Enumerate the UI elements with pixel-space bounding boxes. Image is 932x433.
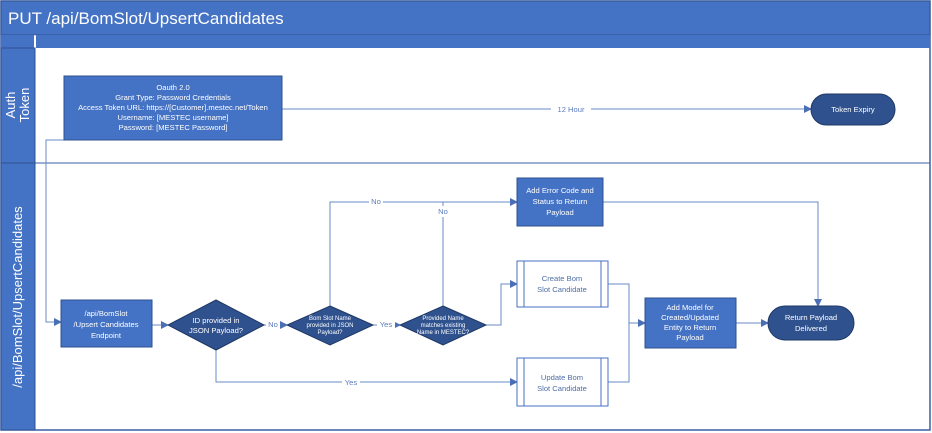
token-expiry-label: Token Expiry bbox=[831, 105, 875, 114]
endpoint-line-1: /api/BomSlot bbox=[84, 309, 128, 318]
oauth-process: Oauth 2.0 Grant Type: Password Credentia… bbox=[63, 75, 283, 141]
connector-update-to-model bbox=[608, 323, 630, 383]
add-model-line-2: Created/Updated bbox=[661, 313, 719, 322]
update-subprocess: Update Bom Slot Candidate bbox=[516, 357, 609, 407]
connector-id-to-update bbox=[215, 350, 518, 386]
lane-main-label: /api/BomSlot/UpsertCandidates bbox=[10, 206, 25, 388]
connectors: 12 Hour No Yes No Yes No bbox=[45, 103, 822, 388]
match-decision-line-1: Provided Name bbox=[422, 316, 464, 322]
create-line-2: Slot Candidate bbox=[537, 285, 587, 294]
lane-auth-label-2: Token bbox=[17, 88, 32, 123]
endpoint-line-3: Endpoint bbox=[91, 331, 122, 340]
return-line-2: Delivered bbox=[795, 324, 827, 333]
oauth-line-3: Access Token URL: https://[Customer].mes… bbox=[78, 103, 268, 112]
oauth-line-4: Username: [MESTEC username] bbox=[118, 113, 229, 122]
lane-auth-token: Auth Token bbox=[0, 47, 36, 164]
add-error-line-3: Payload bbox=[546, 208, 573, 217]
return-payload-terminator: Return Payload Delivered bbox=[767, 305, 855, 341]
name-provided-decision: Bom Slot Name provided in JSON Payload? bbox=[285, 305, 375, 346]
add-model-line-4: Payload bbox=[676, 333, 703, 342]
lane-upsert-candidates: /api/BomSlot/UpsertCandidates bbox=[0, 162, 36, 431]
connector-match-to-create bbox=[486, 280, 518, 326]
name-decision-line-2: provided in JSON bbox=[306, 323, 353, 329]
connector-create-to-model bbox=[608, 283, 646, 327]
oauth-line-1: Oauth 2.0 bbox=[156, 83, 189, 92]
add-error-process: Add Error Code and Status to Return Payl… bbox=[516, 177, 604, 227]
add-model-line-3: Entity to Return bbox=[664, 323, 716, 332]
connector-error-to-return bbox=[603, 201, 822, 307]
token-expiry-terminator: Token Expiry bbox=[810, 93, 896, 126]
oauth-line-5: Password: [MESTEC Password] bbox=[119, 123, 228, 132]
add-model-line-1: Add Model for bbox=[666, 303, 714, 312]
endpoint-process: /api/BomSlot /Upsert Candidates Endpoint bbox=[60, 299, 153, 348]
edge-label-no-match: No bbox=[438, 207, 448, 216]
create-line-1: Create Bom bbox=[542, 274, 583, 283]
phase-strip bbox=[1, 35, 930, 48]
endpoint-line-2: /Upsert Candidates bbox=[73, 320, 138, 329]
connector-name-to-error bbox=[329, 198, 518, 306]
title-bar bbox=[0, 0, 931, 36]
diagram-title: PUT /api/BomSlot/UpsertCandidates bbox=[8, 9, 284, 28]
id-provided-decision: ID provided in JSON Payload? bbox=[166, 299, 266, 351]
name-matches-decision: Provided Name matches existing Name in M… bbox=[398, 305, 488, 346]
id-decision-line-1: ID provided in bbox=[193, 316, 240, 325]
edge-label-no-name: No bbox=[371, 197, 381, 206]
connector-oauth-to-endpoint bbox=[45, 139, 64, 326]
add-model-process: Add Model for Created/Updated Entity to … bbox=[644, 297, 737, 349]
oauth-line-2: Grant Type: Password Credentials bbox=[115, 93, 231, 102]
edge-label-hours: 12 Hour bbox=[557, 105, 584, 114]
edge-label-no-1: No bbox=[268, 320, 278, 329]
match-decision-line-2: matches existing bbox=[421, 323, 466, 329]
return-line-1: Return Payload bbox=[785, 313, 837, 322]
add-error-line-2: Status to Return bbox=[533, 197, 588, 206]
name-decision-line-3: Payload? bbox=[317, 330, 343, 336]
create-subprocess: Create Bom Slot Candidate bbox=[516, 260, 609, 308]
lane-auth-label-1: Auth bbox=[3, 92, 18, 119]
id-decision-line-2: JSON Payload? bbox=[189, 326, 243, 335]
add-error-line-1: Add Error Code and bbox=[526, 186, 594, 195]
update-line-1: Update Bom bbox=[541, 373, 583, 382]
update-line-2: Slot Candidate bbox=[537, 384, 587, 393]
edge-label-yes-match: Yes bbox=[380, 320, 393, 329]
name-decision-line-1: Bom Slot Name bbox=[309, 316, 352, 322]
match-decision-line-3: Name in MESTEC? bbox=[417, 330, 470, 336]
edge-label-yes-update: Yes bbox=[345, 378, 358, 387]
